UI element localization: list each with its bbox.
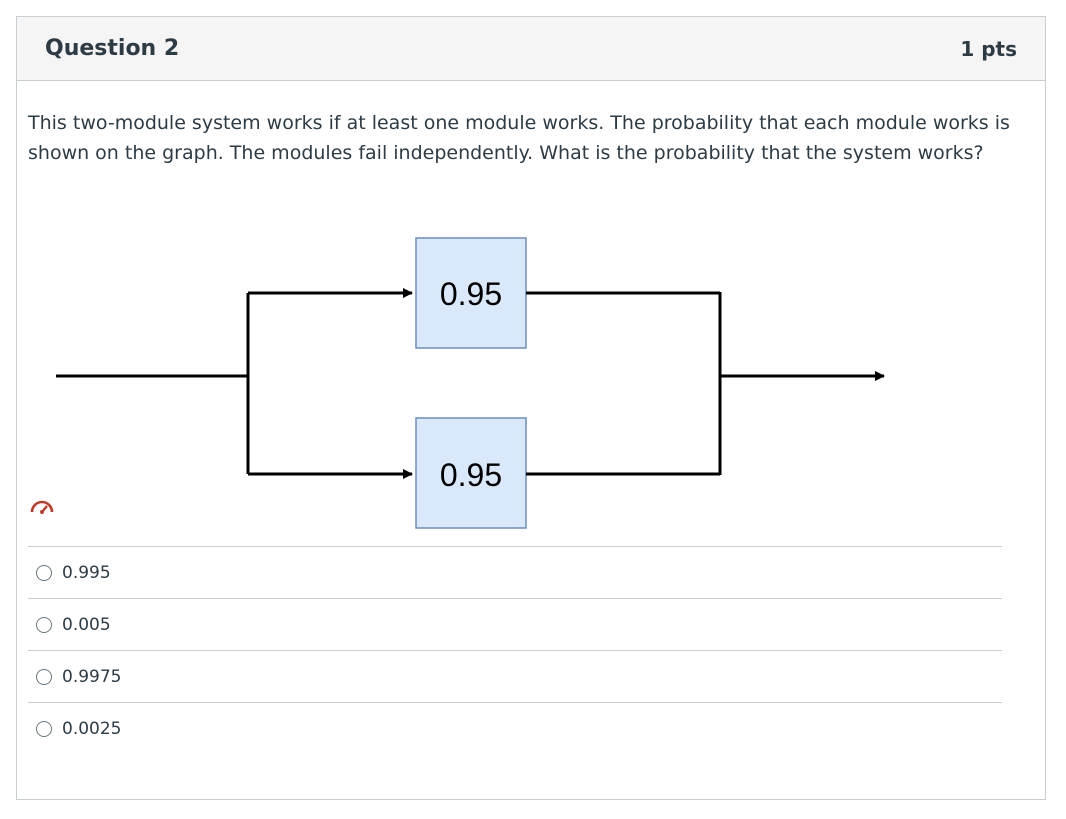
answer-label-1: 0.995 [62, 562, 111, 583]
answer-radio-3[interactable] [36, 668, 52, 685]
answer-option-1[interactable]: 0.995 [28, 546, 1002, 598]
answer-label-4: 0.0025 [62, 718, 122, 739]
answer-radio-4[interactable] [36, 720, 52, 737]
answer-option-3[interactable]: 0.9975 [28, 650, 1002, 702]
answer-label-3: 0.9975 [62, 666, 122, 687]
question-header: Question 2 1 pts [17, 17, 1045, 81]
question-card: Question 2 1 pts [16, 16, 1046, 800]
question-text: This two-module system works if at least… [28, 112, 1010, 164]
answer-list: 0.995 0.005 0.9975 0.0025 [28, 546, 1002, 754]
answer-option-4[interactable]: 0.0025 [28, 702, 1002, 754]
question-title: Question 2 [45, 36, 180, 61]
module-box-bottom [415, 417, 527, 529]
module-label-top: 0.95 [440, 276, 502, 312]
module-label-bottom: 0.95 [440, 457, 502, 493]
answer-option-2[interactable]: 0.005 [28, 598, 1002, 650]
question-points: 1 pts [960, 36, 1017, 61]
answer-radio-2[interactable] [36, 616, 52, 633]
answer-radio-1[interactable] [36, 564, 52, 581]
gauge-icon [30, 500, 54, 514]
answer-label-2: 0.005 [62, 614, 111, 635]
